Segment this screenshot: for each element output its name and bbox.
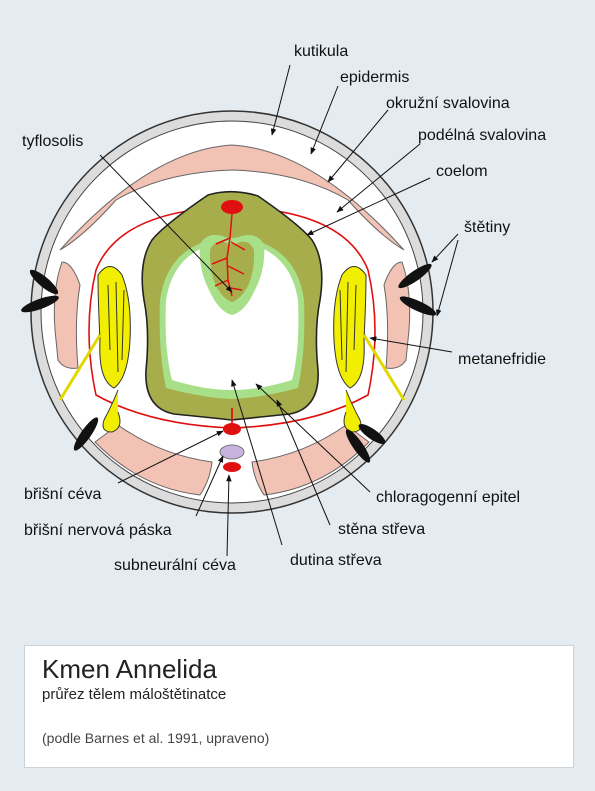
label-epidermis: epidermis: [340, 69, 409, 86]
caption-box: Kmen Annelida průřez tělem máloštětinatc…: [24, 645, 574, 768]
label-metanefridie: metanefridie: [458, 351, 546, 368]
muscle-band-left: [53, 261, 81, 369]
caption-subtitle: průřez tělem máloštětinatce: [42, 686, 227, 703]
label-brisni-ceva: břišní céva: [24, 486, 101, 503]
muscle-band-bottom-left: [94, 424, 213, 496]
label-stena-streva: stěna střeva: [338, 521, 425, 538]
leader-lines: [99, 64, 459, 557]
muscle-band-bottom-right: [251, 424, 370, 496]
gut: [141, 190, 323, 421]
setae: [21, 263, 437, 463]
typhlosole-capillaries: [211, 213, 246, 297]
seta: [73, 417, 99, 451]
vessels: [211, 200, 246, 472]
annelid-cross-section-diagram: kutikula epidermis okružní svalovina pod…: [21, 43, 546, 574]
seta: [345, 429, 371, 463]
metanephridium-right: [333, 266, 406, 433]
label-coelom: coelom: [436, 163, 488, 180]
label-stetiny: štětiny: [464, 219, 510, 236]
gut-lumen: [165, 242, 299, 390]
seta: [21, 295, 59, 313]
muscle-band-top: [59, 144, 405, 251]
label-chloragogenni-epitel: chloragogenní epitel: [376, 489, 520, 506]
label-kutikula: kutikula: [294, 43, 348, 60]
label-tyflosolis: tyflosolis: [22, 133, 83, 150]
seta: [399, 296, 437, 316]
typhlosole-core: [209, 241, 255, 302]
label-subneuralni-ceva: subneurální céva: [114, 557, 236, 574]
caption-title: Kmen Annelida: [42, 654, 217, 684]
ventral-vessel: [223, 423, 241, 435]
subneural-vessel: [223, 462, 241, 472]
label-podelna-svalovina: podélná svalovina: [418, 127, 546, 144]
label-okruzni-svalovina: okružní svalovina: [386, 95, 510, 112]
metanephridium-left: [58, 266, 131, 433]
labels: kutikula epidermis okružní svalovina pod…: [22, 43, 546, 574]
caption-source: (podle Barnes et al. 1991, upraveno): [42, 730, 270, 746]
dorsal-vessel: [221, 200, 243, 214]
label-dutina-streva: dutina střeva: [290, 552, 382, 569]
label-brisni-nervova-paska: břišní nervová páska: [24, 522, 172, 539]
lateral-vessels: [88, 206, 376, 429]
seta: [358, 423, 386, 445]
seta: [29, 269, 59, 295]
metanephridia: [58, 266, 406, 433]
ventral-nerve-cord: [219, 444, 245, 460]
seta: [398, 263, 432, 289]
